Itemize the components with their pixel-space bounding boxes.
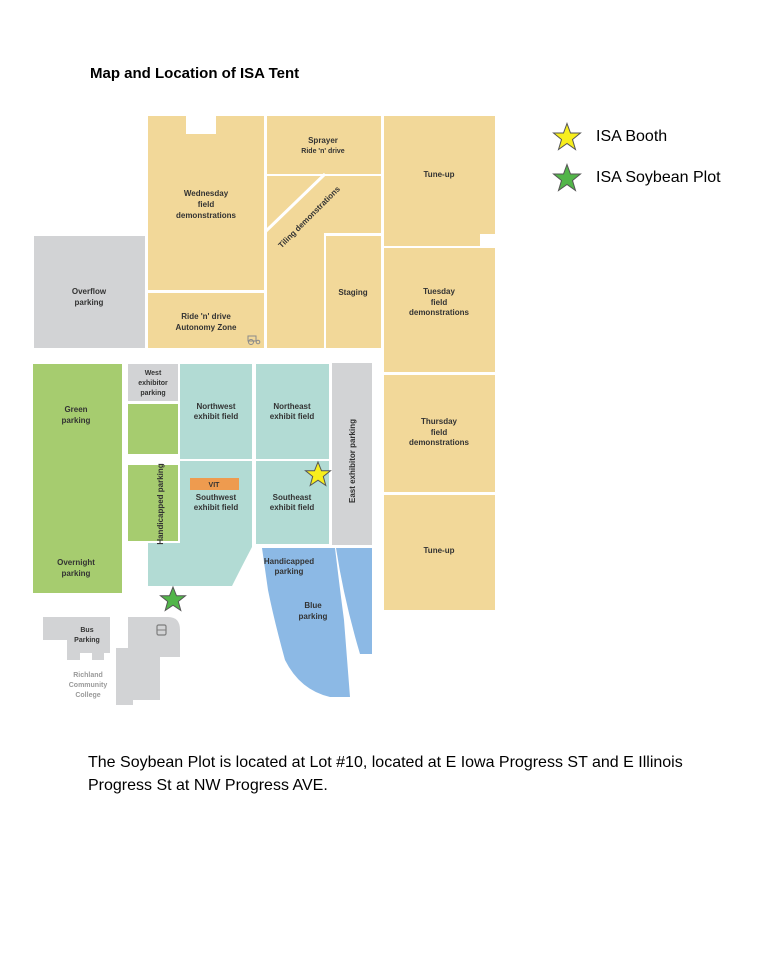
tiling-area — [267, 176, 381, 348]
tuneup-top-label: Tune-up — [424, 170, 455, 179]
east-exhibitor-label: East exhibitor parking — [348, 419, 357, 503]
northeast-exhibit-area — [256, 364, 329, 459]
location-caption: The Soybean Plot is located at Lot #10, … — [88, 754, 683, 794]
wednesday-field-area — [148, 116, 264, 290]
tuneup-bottom-label: Tune-up — [424, 546, 455, 555]
staging-label: Staging — [338, 288, 367, 297]
tractor-icon — [247, 335, 261, 345]
southwest-exhibit-area — [148, 461, 252, 586]
northwest-exhibit-area — [180, 364, 252, 459]
sprayer-label: Sprayer — [308, 136, 338, 145]
yellow-star-icon — [552, 122, 582, 151]
west-exhibitor-parking-area — [128, 364, 178, 401]
green-star-icon — [552, 163, 582, 192]
handicapped-west-label: Handicapped parking — [156, 463, 165, 544]
handicapped-blue-area — [262, 548, 350, 697]
bus-icon — [156, 624, 167, 636]
ride-drive-label: Ride 'n' drive — [301, 148, 345, 155]
tuesday-field-area — [384, 248, 495, 372]
isa-soybean-plot-marker — [159, 585, 187, 612]
staging-area — [326, 236, 381, 348]
autonomy-zone-area — [148, 293, 264, 348]
blue-parking-east-area — [336, 548, 372, 654]
vit-label: VIT — [209, 482, 221, 489]
handicapped-west-area — [128, 465, 178, 541]
green-small-lot — [128, 404, 178, 454]
legend-label-isa-booth: ISA Booth — [596, 128, 668, 145]
tiling-road — [263, 172, 327, 234]
tuneup-bottom-area — [384, 495, 495, 610]
legend-item-isa-booth: ISA Booth — [552, 122, 667, 152]
east-exhibitor-parking-area — [332, 363, 372, 545]
overflow-parking-area — [34, 236, 145, 348]
sprayer-area — [267, 116, 381, 174]
page-title: Map and Location of ISA Tent — [90, 65, 300, 82]
isa-booth-marker — [304, 460, 332, 487]
bus-parking-area — [43, 617, 110, 660]
legend-item-isa-soybean-plot: ISA Soybean Plot — [552, 163, 721, 193]
vit-area — [190, 478, 239, 490]
green-parking-area — [33, 364, 122, 593]
tuneup-top-area — [384, 116, 495, 246]
thursday-field-area — [384, 375, 495, 492]
legend-label-isa-soybean-plot: ISA Soybean Plot — [596, 169, 721, 186]
college-area — [110, 617, 180, 705]
